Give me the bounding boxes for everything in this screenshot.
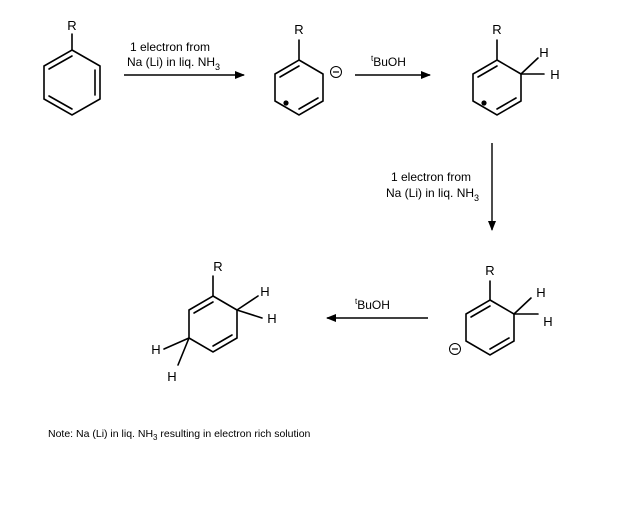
radical-dot (283, 100, 289, 106)
substituent-r-label: R (492, 22, 501, 37)
note-text: Note: Na (Li) in liq. NH3 resulting in e… (48, 428, 311, 443)
reaction-arrow-2: tBuOH (355, 54, 431, 79)
negative-charge-icon (449, 343, 461, 355)
reaction-arrow-3: 1 electron from Na (Li) in liq. NH3 (386, 143, 496, 231)
benzene-molecule: R (43, 18, 101, 116)
hydrogen-label: H (539, 45, 548, 60)
substituent-r-label: R (294, 22, 303, 37)
cyclohexadienyl-radical-molecule: R H H (472, 22, 560, 116)
reagent-label-3-line2: Na (Li) in liq. NH3 (386, 186, 479, 203)
reaction-arrow-4: tBuOH (326, 297, 428, 322)
hydrogen-label: H (550, 67, 559, 82)
hydrogen-label: H (543, 314, 552, 329)
reagent-label-3-line1: 1 electron from (391, 170, 471, 184)
hydrogen-label: H (260, 284, 269, 299)
reagent-label-1-line2: Na (Li) in liq. NH3 (127, 55, 220, 72)
reagent-label-2: tBuOH (371, 54, 406, 69)
hydrogen-label: H (167, 369, 176, 384)
reaction-arrow-1: 1 electron from Na (Li) in liq. NH3 (124, 40, 245, 79)
radical-dot (481, 100, 487, 106)
radical-anion-molecule: R (274, 22, 342, 116)
negative-charge-icon (330, 66, 342, 78)
reagent-label-1-line1: 1 electron from (130, 40, 210, 54)
cyclohexadienyl-anion-molecule: R H H (449, 263, 553, 356)
reagent-label-4: tBuOH (355, 297, 390, 312)
cyclohexadiene-product-molecule: R H H H H (151, 259, 276, 384)
hydrogen-label: H (151, 342, 160, 357)
substituent-r-label: R (67, 18, 76, 33)
substituent-r-label: R (213, 259, 222, 274)
substituent-r-label: R (485, 263, 494, 278)
hydrogen-label: H (267, 311, 276, 326)
hydrogen-label: H (536, 285, 545, 300)
